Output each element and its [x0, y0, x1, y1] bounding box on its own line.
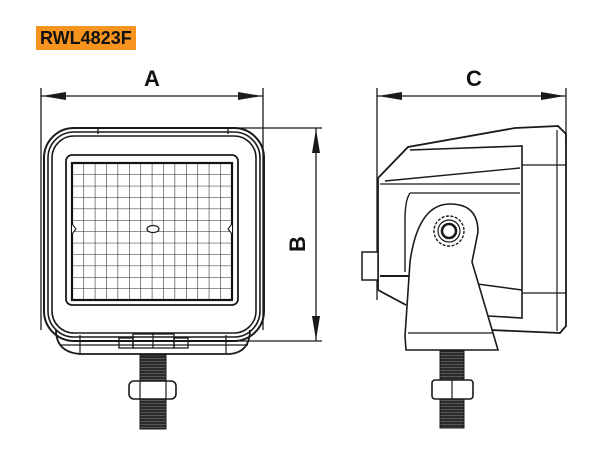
dimension-b — [230, 127, 322, 342]
arrow-left-icon — [378, 92, 402, 100]
model-code-badge: RWL4823F — [36, 26, 136, 50]
side-view: C — [361, 66, 567, 429]
arrow-left-icon — [42, 92, 66, 100]
dimension-b-label: B — [285, 236, 310, 252]
arrow-up-icon — [312, 129, 320, 153]
arrow-right-icon — [238, 92, 262, 100]
dimension-c-label: C — [466, 66, 482, 91]
front-view: A B — [40, 66, 322, 430]
mounting-stud-side — [431, 350, 474, 429]
adjustment-knob — [433, 215, 465, 247]
arrow-right-icon — [541, 92, 565, 100]
dimension-a-label: A — [144, 66, 160, 91]
mounting-stud-front — [128, 354, 177, 430]
arrow-down-icon — [312, 316, 320, 340]
